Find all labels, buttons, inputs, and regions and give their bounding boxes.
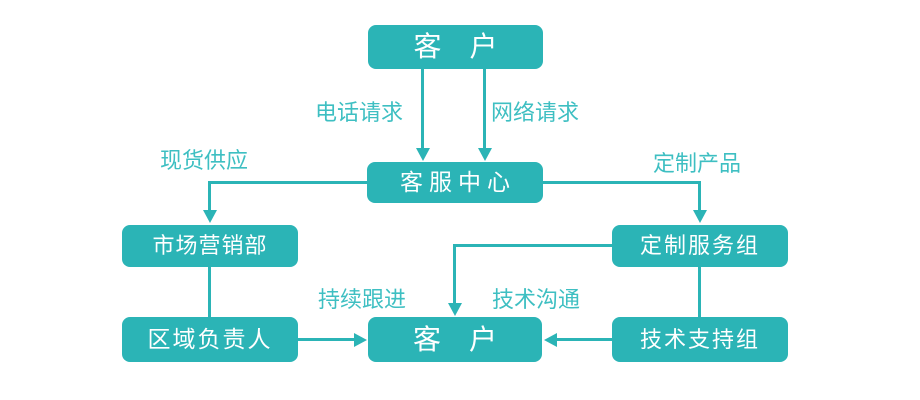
edge-label-network-request: 网络请求 xyxy=(491,100,580,125)
node-customer-bottom: 客 户 xyxy=(368,317,542,362)
arrow-down-icon xyxy=(416,148,430,161)
node-tech-support-group: 技术支持组 xyxy=(612,317,788,362)
arrow-left-icon xyxy=(544,333,557,347)
connector-customservice-to-techsupport-line xyxy=(698,267,701,317)
connector-phone-request-line xyxy=(421,69,424,150)
connector-network-request-line xyxy=(483,69,486,150)
connector-spot-supply-vline xyxy=(208,181,211,211)
node-marketing-dept: 市场营销部 xyxy=(122,225,298,267)
connector-spot-supply-hline xyxy=(210,181,368,184)
arrow-down-icon xyxy=(203,210,217,223)
connector-custom-product-hline xyxy=(543,181,700,184)
arrow-down-icon xyxy=(478,148,492,161)
connector-custom-product-vline xyxy=(698,181,701,211)
connector-continuous-follow-up-line xyxy=(297,338,354,341)
edge-label-tech-communication: 技术沟通 xyxy=(492,287,581,312)
edge-label-continuous-follow-up: 持续跟进 xyxy=(318,287,407,312)
edge-label-phone-request: 电话请求 xyxy=(315,100,404,125)
connector-tech-communication-vline xyxy=(453,244,456,304)
node-regional-manager: 区域负责人 xyxy=(122,317,298,362)
node-customer-top: 客 户 xyxy=(368,25,543,69)
arrow-right-icon xyxy=(354,333,367,347)
node-service-center: 客服中心 xyxy=(367,162,543,203)
edge-label-custom-product: 定制产品 xyxy=(653,151,742,176)
connector-techsupport-to-customer-line xyxy=(557,338,612,341)
connector-marketing-to-regional-line xyxy=(208,267,211,317)
arrow-down-icon xyxy=(693,210,707,223)
node-custom-service-group: 定制服务组 xyxy=(612,225,788,267)
arrow-down-icon xyxy=(448,303,462,316)
edge-label-spot-supply: 现货供应 xyxy=(160,148,249,173)
connector-tech-communication-hline xyxy=(455,244,612,247)
